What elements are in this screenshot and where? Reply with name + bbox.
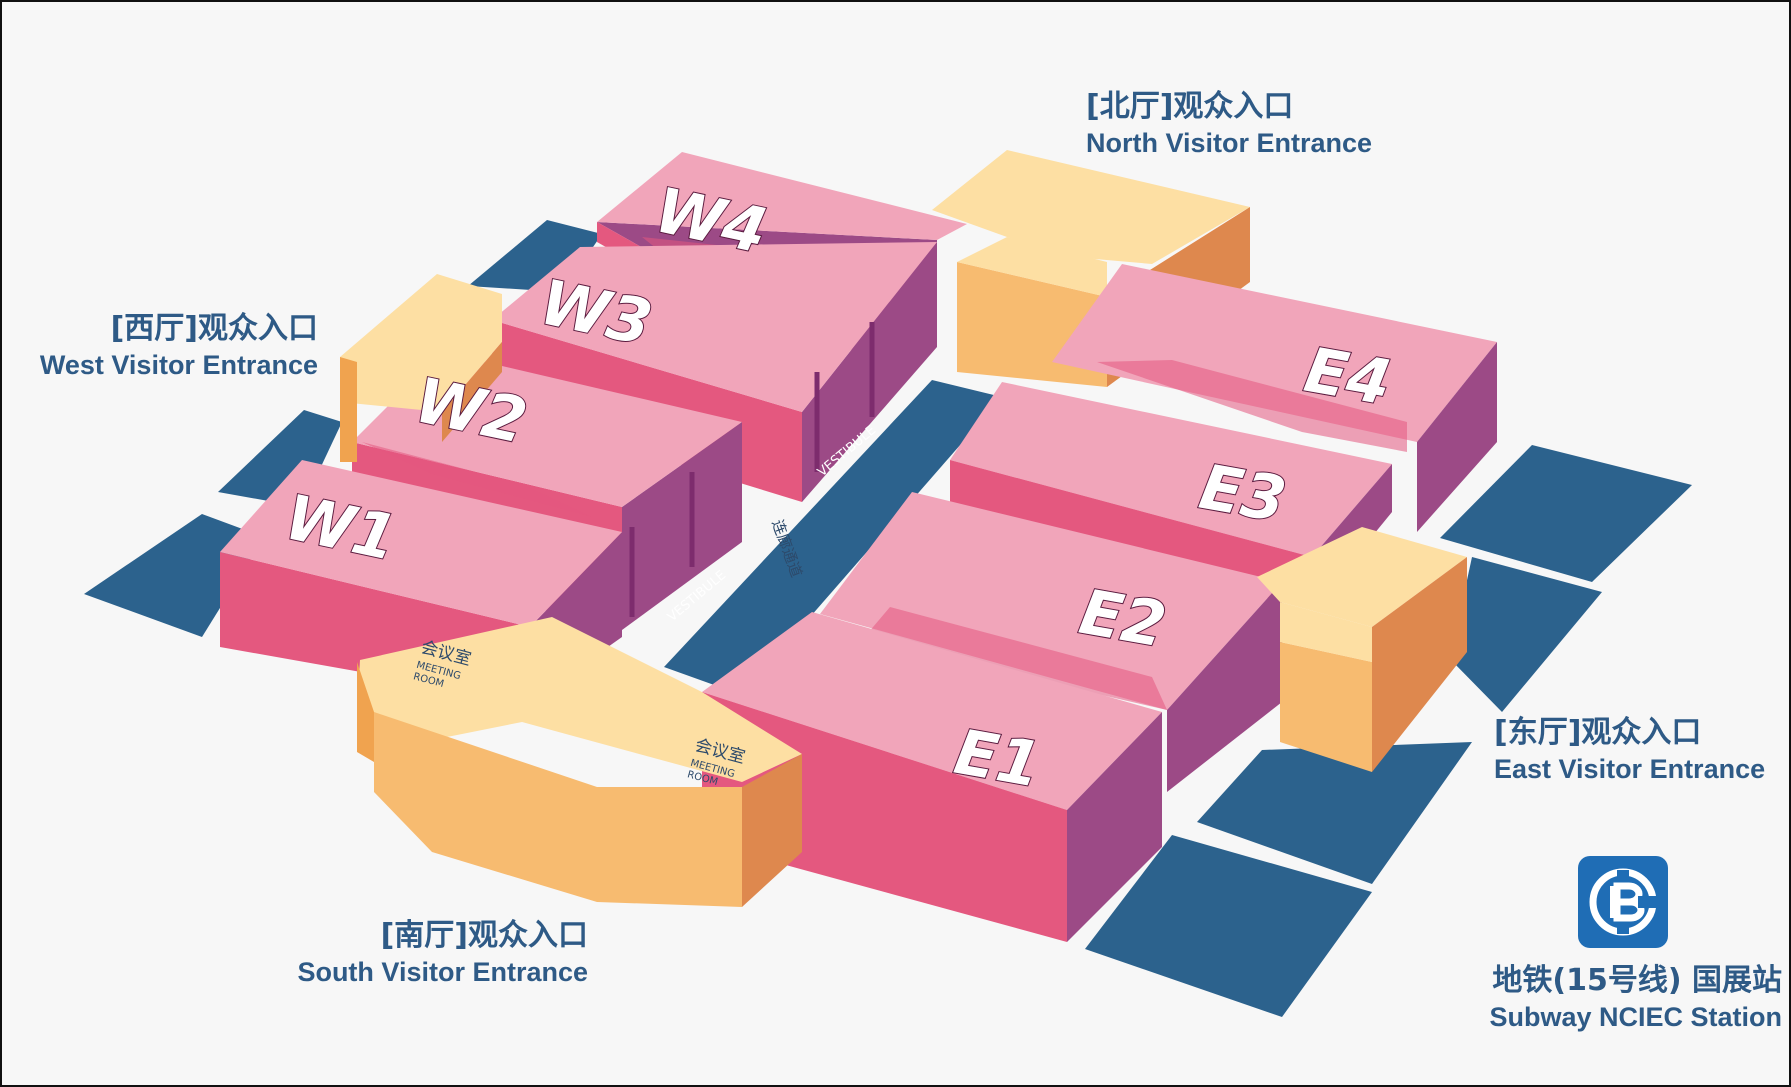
subway-station-en: Subway NCIEC Station (1489, 1002, 1782, 1032)
east-entrance-label: [东厅]观众入口 East Visitor Entrance (1494, 714, 1765, 786)
plaza-southeast-2 (1085, 835, 1372, 1017)
west-entrance-cn: [西厅]观众入口 (110, 311, 318, 346)
lobby-west (340, 274, 502, 462)
plaza-west-1 (84, 514, 264, 637)
hall-e2[interactable] (820, 492, 1282, 792)
hall-label-e1: E1 (949, 715, 1046, 802)
plaza-east-1 (1440, 445, 1692, 582)
plaza-central (664, 380, 1002, 695)
plaza-southeast-1 (1197, 742, 1472, 884)
lobby-south (357, 617, 802, 907)
subway-station-cn: 地铁(15号线) 国展站 (1492, 963, 1782, 998)
plaza-east-2 (1450, 557, 1602, 712)
east-entrance-en: East Visitor Entrance (1494, 754, 1766, 784)
north-entrance-label: [北厅]观众入口 North Visitor Entrance (1086, 88, 1372, 160)
subway-station-label: 地铁(15号线) 国展站 Subway NCIEC Station (1442, 962, 1782, 1034)
hall-label-e3: E3 (1194, 450, 1291, 537)
south-entrance-label: [南厅]观众入口 South Visitor Entrance (202, 917, 588, 989)
north-entrance-en: North Visitor Entrance (1086, 128, 1373, 158)
hall-e4[interactable] (1052, 264, 1497, 532)
beijing-subway-logo-icon (1578, 856, 1668, 948)
north-entrance-cn: [北厅]观众入口 (1086, 89, 1294, 124)
hall-label-e4: E4 (1299, 333, 1396, 420)
south-entrance-cn: [南厅]观众入口 (380, 918, 588, 953)
plazas (84, 220, 1692, 1017)
east-entrance-cn: [东厅]观众入口 (1494, 715, 1702, 750)
lobby-east (1257, 527, 1467, 772)
west-entrance-label: [西厅]观众入口 West Visitor Entrance (14, 310, 318, 382)
south-entrance-en: South Visitor Entrance (297, 957, 588, 987)
hall-label-e2: E2 (1074, 575, 1171, 662)
west-entrance-en: West Visitor Entrance (39, 350, 318, 380)
